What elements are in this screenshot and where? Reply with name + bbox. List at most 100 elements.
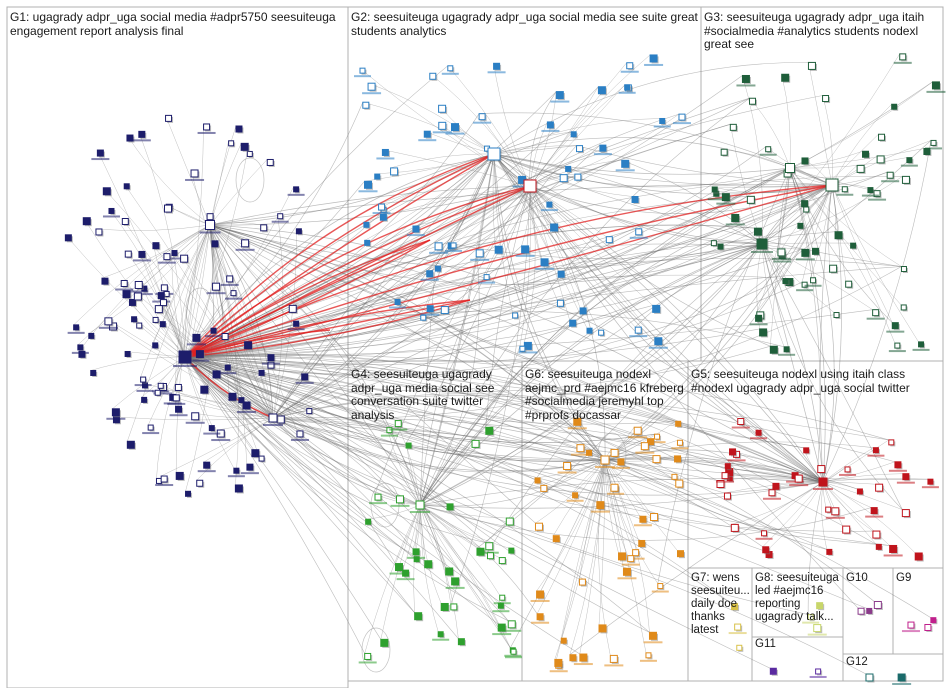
edge — [175, 224, 211, 473]
edge — [529, 185, 636, 230]
node-g1 — [287, 320, 305, 331]
edge — [184, 140, 229, 358]
edge — [184, 345, 771, 393]
edge — [125, 351, 186, 358]
node-g4 — [492, 623, 512, 636]
node-g3 — [736, 74, 756, 87]
edge — [90, 356, 186, 371]
edge — [184, 356, 509, 622]
node-g5 — [883, 544, 903, 557]
node-g3 — [834, 231, 844, 241]
node-g2 — [569, 319, 578, 328]
edge — [761, 176, 903, 245]
edge — [184, 356, 890, 546]
edge — [209, 185, 531, 226]
edge — [493, 63, 531, 187]
node-g1 — [78, 350, 87, 359]
edge — [529, 113, 680, 187]
node-g1 — [196, 479, 205, 488]
edge — [558, 184, 833, 272]
node-g3 — [893, 53, 912, 64]
edge — [209, 224, 824, 483]
edge — [362, 101, 495, 155]
edge — [529, 185, 599, 331]
node-g4 — [365, 518, 373, 526]
edge — [450, 185, 531, 605]
node-g4 — [450, 603, 459, 612]
edge — [419, 346, 521, 506]
node-g12 — [892, 673, 912, 685]
edge — [604, 459, 678, 551]
edge — [272, 395, 824, 483]
node-g3 — [729, 123, 738, 132]
node-g6 — [650, 513, 660, 523]
edge — [184, 356, 487, 543]
node-g5 — [789, 474, 809, 487]
node-g6 — [573, 653, 593, 666]
node-g6 — [676, 550, 685, 559]
node-g3 — [720, 148, 729, 157]
edge — [359, 68, 531, 187]
node-g2 — [512, 312, 520, 320]
edge — [657, 167, 791, 584]
node-g1 — [173, 350, 197, 367]
node-g5 — [872, 530, 882, 540]
node-g1 — [234, 484, 244, 494]
node-g1 — [251, 449, 261, 459]
node-g3 — [749, 97, 758, 106]
edge — [493, 153, 655, 338]
node-g2 — [470, 249, 490, 261]
node-g4 — [390, 495, 410, 507]
edge — [529, 185, 824, 483]
node-g3 — [801, 157, 810, 166]
node-g3 — [797, 222, 805, 230]
edge — [161, 417, 274, 477]
node-g5 — [755, 530, 773, 540]
node-g6 — [611, 458, 630, 469]
edge — [419, 184, 833, 506]
node-g4 — [471, 439, 481, 449]
edge — [184, 356, 648, 439]
edge — [604, 184, 833, 461]
edge — [819, 184, 833, 483]
node-g1 — [200, 385, 210, 395]
node-g2 — [478, 274, 496, 284]
node-g6 — [628, 426, 648, 439]
edge — [209, 224, 421, 506]
edge — [95, 224, 211, 231]
edge — [598, 459, 606, 625]
edge — [184, 356, 448, 505]
edge — [493, 153, 763, 245]
edge — [801, 184, 833, 283]
node-g1 — [124, 250, 133, 259]
node-g3 — [771, 248, 791, 260]
node-g5 — [817, 465, 827, 475]
edge — [405, 185, 531, 444]
edge — [272, 185, 531, 419]
node-g2 — [570, 131, 578, 139]
edge — [789, 81, 933, 169]
node-g3 — [711, 186, 719, 194]
edge — [184, 167, 791, 358]
edge — [419, 153, 495, 506]
edge — [380, 504, 421, 640]
node-g1 — [165, 114, 174, 123]
node-g3 — [833, 312, 841, 320]
node-g1 — [102, 187, 112, 197]
node-g2 — [362, 101, 371, 110]
node-g2 — [420, 270, 439, 281]
node-g3 — [829, 264, 839, 274]
edge — [493, 153, 824, 483]
edge — [184, 356, 796, 476]
node-g10 — [866, 607, 874, 615]
edge — [126, 134, 211, 226]
node-g1 — [132, 130, 151, 142]
node-g1 — [154, 389, 162, 397]
edge — [184, 356, 606, 462]
self-loop — [185, 287, 215, 333]
edge — [634, 243, 763, 328]
node-g1 — [185, 412, 205, 424]
edge — [604, 449, 824, 483]
node-g5 — [730, 523, 740, 533]
edge — [184, 356, 421, 506]
